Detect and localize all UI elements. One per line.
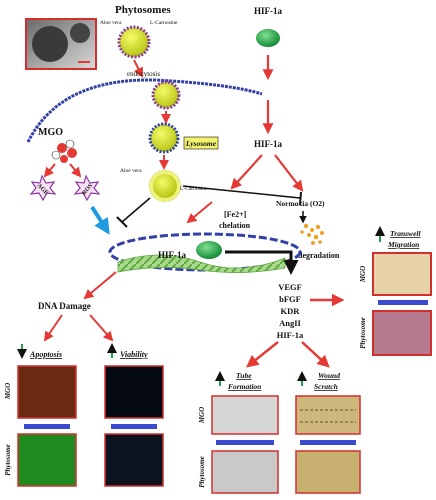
wound-mgo-image (295, 395, 361, 435)
transwell-label-2: Migration (387, 240, 419, 249)
transwell-divider (378, 300, 428, 305)
lysosome-label: Lysosome (185, 139, 217, 148)
ros-burst-icon (73, 174, 101, 202)
apoptosis-panel: Apoptosis MGO Phytosome (4, 344, 77, 487)
arrow-mgo-age (43, 163, 56, 178)
viability-mgo-image (104, 365, 164, 419)
transwell-panel: Transwell Migration MGO Phytosome (359, 226, 432, 356)
mgo-label: MGO (38, 127, 63, 138)
degradation-fragments-icon (300, 223, 324, 245)
arrow-to-wound (301, 341, 330, 368)
tube-label-1: Tube (236, 371, 252, 380)
tube-phytosome-image (211, 450, 279, 494)
apoptosis-phytosome-image (17, 433, 77, 487)
wound-divider (300, 440, 356, 445)
arrow-hif-to-normoxia (274, 154, 304, 192)
viability-divider (111, 424, 157, 429)
transwell-mgo-image (372, 252, 432, 296)
arrow-mgo-ros (69, 163, 82, 178)
arrow-chelation (186, 201, 213, 224)
inhibit-line-vesicle (121, 197, 151, 223)
phytosome-vesicle-top (117, 25, 151, 59)
target-bfgf: bFGF (279, 294, 301, 304)
target-vegf: VEGF (278, 282, 302, 292)
inhibit-bar-vesicle (116, 216, 128, 228)
inhibit-line-normoxia (182, 185, 301, 199)
arrow-to-tube (246, 341, 279, 368)
dna-damage-label: DNA Damage (38, 301, 91, 311)
target-kdr: KDR (281, 306, 301, 316)
tube-label-2: Formation (228, 382, 261, 391)
apoptosis-mgo-image (17, 365, 77, 419)
endosome-vesicle (151, 80, 181, 110)
aloe-vera-label: Aloe vera (100, 20, 122, 26)
hif1a-label-mid: HIF-1a (254, 139, 282, 149)
wound-phytosome-image (295, 450, 361, 494)
tube-row-mgo: MGO (198, 407, 206, 424)
lysosome-fused-vesicle (148, 122, 180, 154)
tube-divider (216, 440, 274, 445)
aloe-vera-label-2: Aloe vera (120, 168, 142, 174)
endocytosis-label: endocytosis (127, 70, 160, 78)
hif1a-label-nucleus: HIF-1a (158, 250, 186, 260)
tem-particle-small (70, 23, 90, 43)
hif1a-label-top: HIF-1a (254, 6, 282, 16)
transwell-row-phytosome: Phytosome (359, 317, 367, 349)
wound-scratch-panel: Wound Scratch (295, 371, 361, 494)
target-angii: AngII (279, 318, 301, 328)
arrow-to-targets (225, 250, 299, 275)
hif1a-protein-top (256, 29, 280, 47)
viability-label: Viability (120, 350, 148, 359)
viability-phytosome-image (104, 433, 164, 487)
hif1a-protein-nucleus (196, 241, 222, 259)
age-burst-icon (29, 174, 57, 202)
transwell-phytosome-image (372, 310, 432, 356)
released-vesicle (153, 174, 177, 198)
tube-mgo-image (211, 395, 279, 435)
phytosomes-title: Phytosomes (115, 4, 171, 16)
tube-formation-panel: Tube Formation MGO Phytosome (198, 371, 279, 494)
transwell-label-1: Transwell (390, 229, 421, 238)
transwell-row-mgo: MGO (359, 266, 367, 283)
arrow-to-dna-damage (83, 271, 117, 300)
arrow-to-viability (89, 314, 114, 342)
apoptosis-divider (24, 424, 70, 429)
inhibit-bar-normoxia (299, 191, 302, 206)
tem-particle (32, 26, 68, 62)
tube-row-phytosome: Phytosome (198, 456, 206, 488)
degradation-label: degradation (298, 251, 340, 260)
wound-label-1: Wound (318, 371, 340, 380)
l-carnosine-label-2: L-Carnosine (180, 186, 208, 192)
arrow-hif-to-chelation (230, 154, 263, 190)
apoptosis-label: Apoptosis (29, 350, 62, 359)
mgo-molecule-icon (51, 139, 77, 163)
dna-strand (117, 254, 286, 273)
apoptosis-row-phytosome: Phytosome (4, 444, 12, 476)
arrow-to-endocytosis (133, 59, 143, 78)
cell-membrane (26, 78, 263, 143)
fe-chelation-line-1: [Fe2+] (224, 210, 247, 219)
wound-label-2: Scratch (314, 382, 338, 391)
arrow-to-apoptosis (43, 314, 63, 342)
lysosome-tag (183, 136, 219, 150)
viability-panel: Viability (104, 343, 164, 487)
fe-chelation-line-2: chelation (219, 221, 251, 230)
blue-arrow-damage (90, 205, 110, 235)
l-carnosine-label: L-Carnosine (150, 20, 178, 26)
target-hif1a: HIF-1a (277, 330, 304, 340)
apoptosis-row-mgo: MGO (4, 383, 12, 400)
